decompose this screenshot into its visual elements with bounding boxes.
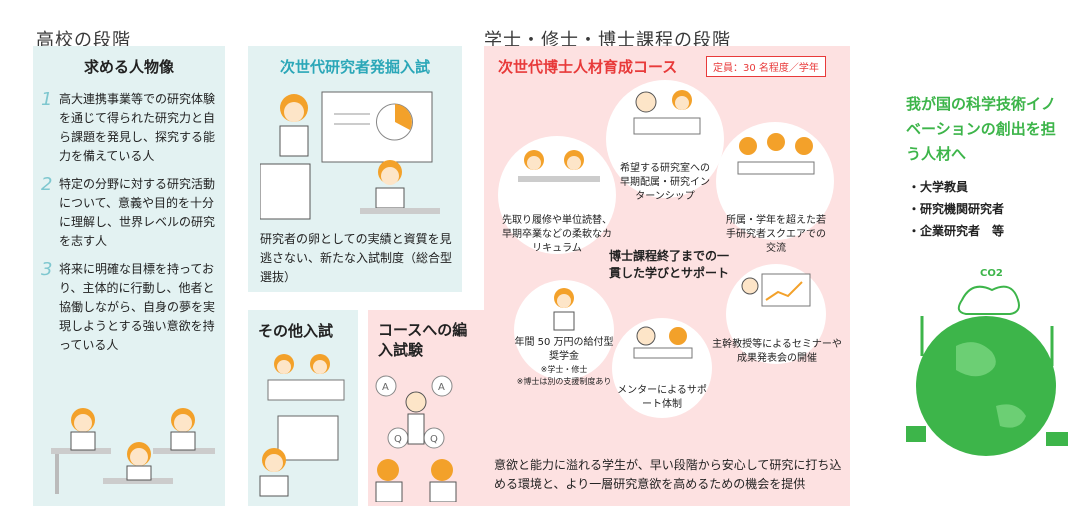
study-illustration [518,150,600,182]
stage-high-school-label: 高校の段階 [36,30,131,51]
ideal-item-text: 高大連携事業等での研究体験を通じて得られた研究力と自ら課題を発見し、探究する能力… [59,92,216,163]
ideal-item-number: 1 [41,89,53,110]
lab-text: 希望する研究室への早期配属・研究インターンシップ [620,163,710,202]
course-center-text: 博士課程終了までの一貫した学びとサポート [608,249,729,280]
mentor-text: メンターによるサポート体制 [617,385,707,410]
course-title: 次世代博士人材育成コース [498,58,678,76]
ideal-item-text: 将来に明確な目標を持っており、主体的に行動し、他者と協働しながら、自身の夢を実現… [59,262,216,352]
presentation-illustration [260,91,440,220]
ideal-item-text: 特定の分野に対する研究活動について、意義や目的を十分に理解し、世界レベルの研究を… [59,177,216,248]
seminar-text: 主幹教授等によるセミナーや成果発表会の開催 [712,339,842,364]
course-capacity-badge: 定員：30 名程度／学年 [706,56,826,77]
mentor-circle [612,318,712,418]
ideal-item-1: 1 高大連携事業等での研究体験を通じて得られた研究力と自ら課題を発見し、探究する… [41,90,221,166]
course-panel: 次世代博士人材育成コース 定員：30 名程度／学年 [484,46,850,506]
other-exam-panel: その他入試 [248,310,358,506]
ideal-item-number: 3 [41,259,53,280]
transfer-exam-panel: コースへの編入試験 A A Q Q [368,310,484,506]
lab-illustration [633,90,701,135]
co2-label: CO2 [980,268,1003,279]
curriculum-text: 先取り履修や単位読替、早期卒業などの柔軟なカリキュラム [502,215,612,254]
lab-circle [606,80,724,198]
ideal-person-panel: 求める人物像 1 高大連携事業等での研究体験を通じて得られた研究力と自ら課題を発… [33,46,225,506]
goal-item: ・研究機関研究者 [908,202,1005,216]
ideal-item-number: 2 [41,174,53,195]
students-illustration [51,408,215,494]
entrance-exam-panel: 次世代研究者発掘入試 研究者の卵としての実績と資質を見逃さない、新たな入試制度（… [248,46,462,292]
seminar-illustration [741,273,811,307]
scholarship-text: 年間 50 万円の給付型奨学金 [514,337,614,362]
svg-text:Q: Q [430,434,438,445]
square-text: 所属・学年を超えた若手研究者スクエアでの交流 [726,215,826,254]
transfer-exam-title: コースへの編入試験 [378,321,468,359]
svg-text:A: A [438,382,445,393]
course-footer-text: 意欲と能力に溢れる学生が、早い段階から安心して研究に打ち込める環境と、より一層研… [494,458,842,491]
entrance-exam-title: 次世代研究者発掘入試 [279,58,430,76]
earth-icon [906,285,1068,456]
scholarship-note1: ※学士・修士 [540,365,588,374]
curriculum-circle [498,136,616,254]
interview-illustration: A A Q Q [375,375,457,502]
ideal-item-2: 2 特定の分野に対する研究活動について、意義や目的を十分に理解し、世界レベルの研… [41,175,221,251]
mentor-illustration [633,326,693,359]
ideal-person-list: 1 高大連携事業等での研究体験を通じて得られた研究力と自ら課題を発見し、探究する… [41,90,221,355]
exchange-illustration [737,133,815,175]
goal-item: ・企業研究者 等 [908,224,1005,238]
entrance-exam-desc: 研究者の卵としての実績と資質を見逃さない、新たな入試制度（総合型選抜） [260,232,453,284]
other-exam-title: その他入試 [258,322,334,340]
exam-students-illustration [259,354,345,497]
ideal-item-3: 3 将来に明確な目標を持っており、主体的に行動し、他者と協働しながら、自身の夢を… [41,260,221,355]
scholarship-note2: ※博士は別の支援制度あり [516,377,612,386]
goal-list: ・大学教員 ・研究機関研究者 ・企業研究者 等 [908,176,1004,242]
goal-title: 我が国の科学技術イノベーションの創出を担う人材へ [906,95,1057,163]
goal-item: ・大学教員 [908,180,969,194]
svg-text:Q: Q [394,434,402,445]
ideal-person-title: 求める人物像 [83,58,174,76]
stage-university-label: 学士・修士・博士課程の段階 [484,30,731,51]
scholar-illustration [553,288,575,331]
svg-text:A: A [382,382,389,393]
